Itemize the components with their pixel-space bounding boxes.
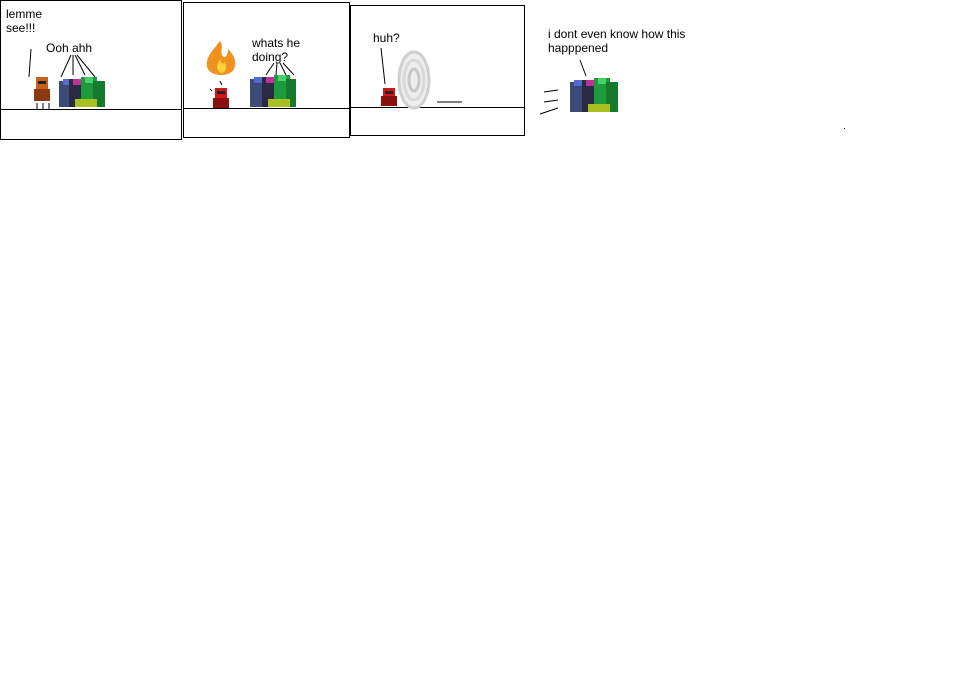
panel-2-art — [206, 41, 296, 108]
ground-line — [184, 108, 349, 109]
speech-whats-he-doing: whats he doing? — [252, 36, 301, 64]
robot-group — [570, 78, 618, 112]
panel-4-art — [539, 59, 845, 129]
speech-lemme-see: lemme see!!! — [6, 7, 43, 35]
comic-panel-4: i dont even know how this happpened — [530, 20, 850, 140]
comic-panel-3: huh? — [350, 5, 525, 136]
ground-line — [1, 109, 181, 110]
portal-icon — [397, 50, 431, 110]
red-robot-figure — [381, 88, 397, 106]
comic-panel-1: lemme see!!! Ooh ahh — [0, 0, 182, 140]
ground-line — [351, 107, 524, 108]
red-robot-figure — [213, 88, 229, 108]
orange-robot-figure — [34, 77, 50, 109]
panel-1-art — [28, 48, 105, 109]
speech-huh: huh? — [373, 31, 400, 45]
speech-ooh-ahh: Ooh ahh — [46, 41, 93, 55]
comic-panel-2: whats he doing? — [183, 2, 350, 138]
fire-icon — [206, 41, 236, 75]
speech-i-dont-even-know: i dont even know how this happpened — [548, 27, 686, 55]
robot-group — [250, 75, 296, 107]
robot-group — [59, 77, 105, 107]
panel-3-art — [380, 47, 462, 110]
